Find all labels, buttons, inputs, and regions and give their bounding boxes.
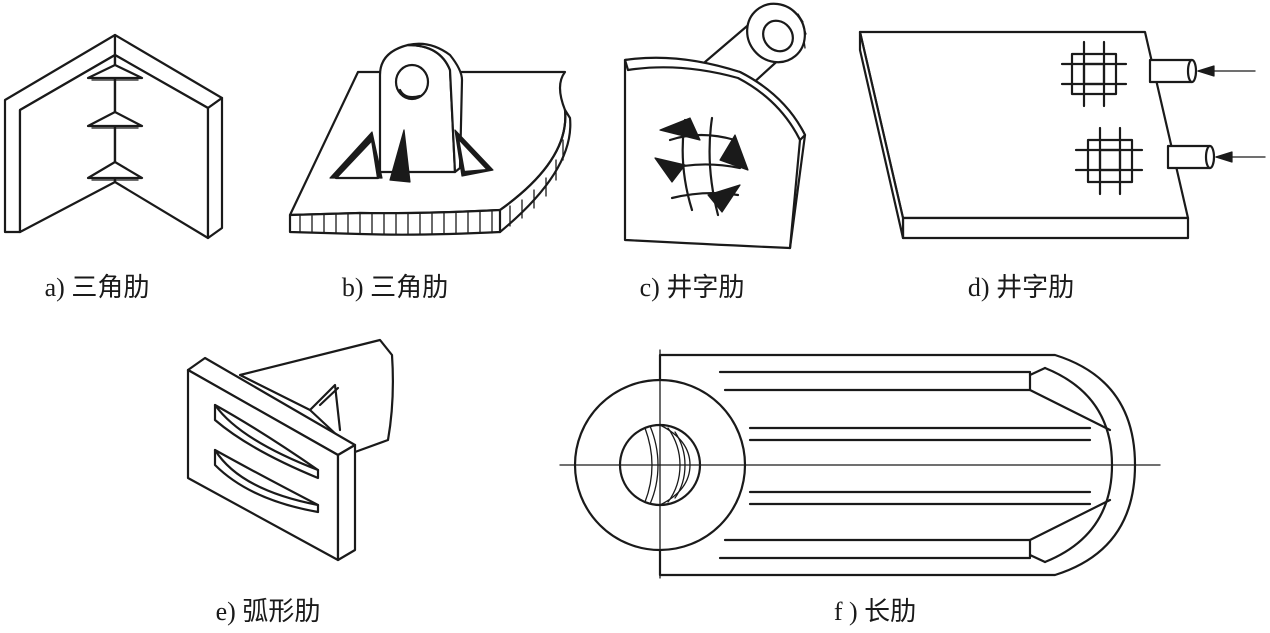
arrow-icon [1197, 65, 1256, 77]
long-rib [718, 498, 1112, 560]
caption-b: b) 三角肋 [342, 273, 448, 302]
triangle-rib [86, 110, 144, 159]
triangle-rib [86, 160, 144, 181]
pin [1166, 144, 1216, 170]
grid-rib [1074, 126, 1144, 196]
grid-rib [1060, 40, 1128, 108]
figure-c-curved-plate [623, 2, 807, 250]
figure-d-plate-grid-ribs [858, 30, 1266, 240]
grid-rib [654, 116, 749, 217]
triangle-rib [86, 63, 144, 111]
figure-b-lug-plate [288, 42, 572, 236]
figure-a-angle-bracket [3, 33, 224, 240]
long-rib [718, 370, 1112, 432]
caption-e: e) 弧形肋 [216, 597, 321, 626]
figure-e-arc-rib-part [186, 338, 394, 562]
caption-d: d) 井字肋 [968, 273, 1074, 302]
arc-rib [213, 448, 320, 514]
caption-c: c) 井字肋 [640, 273, 745, 302]
pin [1148, 58, 1198, 84]
caption-a: a) 三角肋 [45, 273, 150, 302]
long-rib [748, 426, 1092, 442]
figure-f-long-rib-tube [559, 349, 1161, 579]
arc-rib [213, 403, 320, 480]
arrow-icon [1215, 151, 1266, 163]
long-rib [748, 490, 1092, 506]
caption-f: f ) 长肋 [834, 597, 916, 626]
